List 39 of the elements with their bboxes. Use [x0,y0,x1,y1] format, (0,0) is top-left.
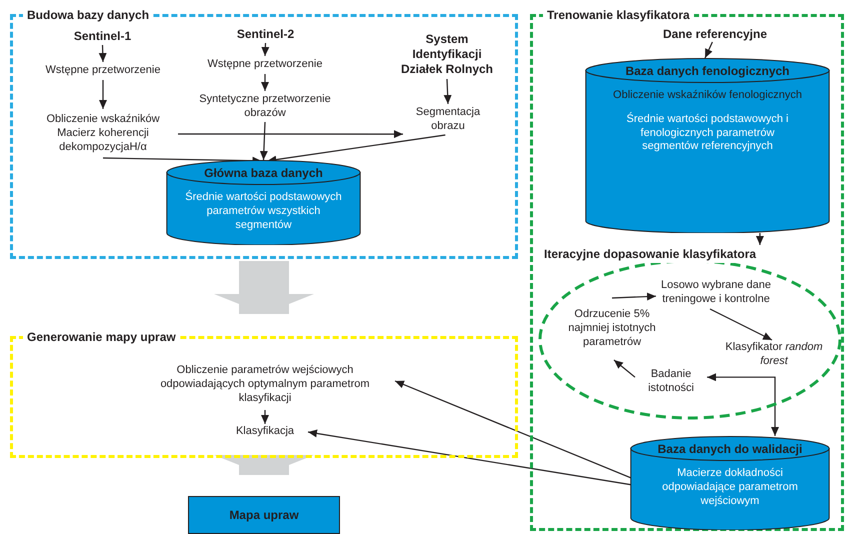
step-label: Segmentacja obrazu [403,105,493,135]
result-box: Mapa upraw [188,496,340,534]
step-label: Syntetyczne przetworzenie obrazów [190,92,340,122]
step-label: Obliczenie wskaźników Macierz koherencji dekompozycjaH/α [28,110,178,158]
arrow [261,74,269,91]
arrow [261,410,269,424]
step-label: Badanie istotności [635,366,707,398]
arrow [756,233,764,245]
arrow [260,122,268,160]
arrow [261,42,270,56]
arrow [614,360,636,378]
arrow [704,42,713,58]
database-title: Baza danych fenologicznych [625,64,790,79]
step-label: Sentinel-1 [55,28,150,44]
arrow [98,44,107,62]
arrow [710,308,772,341]
step-label: Klasyfikator random forest [724,340,824,370]
block-arrow [214,455,314,475]
database-text: Obliczenie wskaźników fenologicznych [613,89,802,103]
arrow [394,380,632,479]
step-label: Obliczenie parametrów wejściowych odpowiadających optymalnym parametrom klasyfikacji [135,360,395,410]
arrow [308,430,632,486]
database-text: Średnie wartości podstawowych i fenologicznych parametrów segmentów referencyjnych [625,112,790,154]
arrow [707,373,779,436]
arrow [178,130,403,138]
step-label: Wstępne przetworzenie [38,63,168,79]
database-title: Główna baza danych [204,166,323,181]
step-label: Klasyfikacja [222,424,308,440]
database-text: Macierze dokładności odpowiadające parametrom wejściowym [661,467,799,508]
database-title: Baza danych do walidacji [658,442,802,457]
step-label: Sentinel-2 [218,26,313,42]
step-label: Dane referencyjne [650,26,780,42]
database-text: Średnie wartości podstawowych parametrów wszystkich segmentów [184,191,343,232]
arrow [444,78,452,104]
arrow [612,292,656,301]
step-label: Wstępne przetworzenie [190,57,340,73]
arrow [99,80,107,109]
step-label: System Identyfikacji Działek Rolnych [392,30,502,78]
block-arrow [214,261,314,314]
